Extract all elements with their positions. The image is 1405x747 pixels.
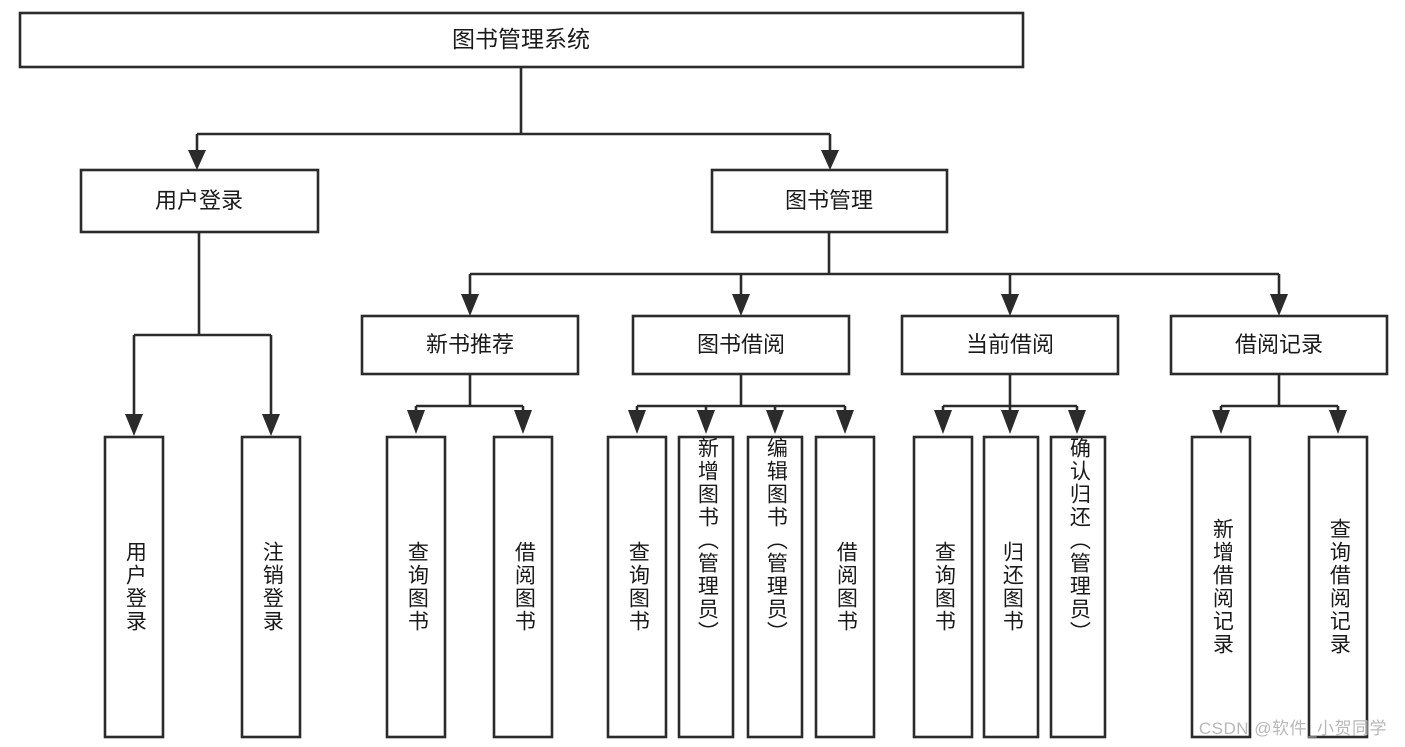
- arrow-head-new-book-recommend: [461, 294, 479, 316]
- node-book-borrow-label: 图书借阅: [697, 332, 785, 357]
- leaf-box-bb-query-book[interactable]: [606, 435, 668, 739]
- arrow-head-br-leaf-2: [1329, 410, 1347, 434]
- node-book-borrow-box: [631, 314, 851, 376]
- node-current-borrow-box: [900, 314, 1120, 376]
- arrow-head-bb-leaf-4: [836, 410, 854, 434]
- arrow-head-cb-leaf-2: [1001, 410, 1019, 434]
- node-current-borrow-label: 当前借阅: [966, 332, 1054, 357]
- arrow-head-bb-leaf-1: [628, 410, 646, 434]
- leaf-box-nbr-borrow-book[interactable]: [492, 435, 554, 739]
- node-borrow-record-box: [1169, 314, 1389, 376]
- arrow-head-book-management: [821, 150, 839, 170]
- node-book-management-label: 图书管理: [785, 188, 873, 213]
- arrow-head-nbr-leaf-1: [407, 410, 425, 434]
- leaf-box-bb-add-book-admin[interactable]: [677, 435, 735, 739]
- arrow-head-nbr-leaf-2: [514, 410, 532, 434]
- leaf-box-cb-return-book[interactable]: [982, 435, 1040, 739]
- leaf-box-bb-edit-book-admin[interactable]: [746, 435, 804, 739]
- leaf-box-user-login[interactable]: [103, 435, 165, 739]
- arrow-head-bb-leaf-2: [697, 410, 715, 434]
- leaf-box-bb-borrow-book[interactable]: [814, 435, 876, 739]
- node-new-book-recommend-box: [360, 314, 580, 376]
- node-user-login[interactable]: 用户登录: [79, 168, 320, 234]
- node-root-box: [18, 11, 1025, 69]
- node-root-book-management-system[interactable]: 图书管理系统: [18, 11, 1025, 69]
- arrow-head-leaf-logout: [262, 414, 280, 436]
- arrow-head-book-borrow: [732, 294, 750, 316]
- node-book-borrow[interactable]: 图书借阅: [631, 314, 851, 376]
- arrow-head-bb-leaf-3: [766, 410, 784, 434]
- node-root-label: 图书管理系统: [452, 26, 590, 52]
- leaf-box-br-query-record[interactable]: [1307, 435, 1369, 739]
- arrow-head-br-leaf-1: [1212, 410, 1230, 434]
- leaf-box-nbr-query-book[interactable]: [385, 435, 447, 739]
- leaf-box-br-add-record[interactable]: [1190, 435, 1252, 739]
- leaf-box-cb-confirm-return-admin[interactable]: [1049, 435, 1107, 739]
- arrow-head-cb-leaf-1: [934, 410, 952, 434]
- node-user-login-label: 用户登录: [155, 188, 243, 213]
- node-book-management-box: [710, 168, 949, 234]
- node-current-borrow[interactable]: 当前借阅: [900, 314, 1120, 376]
- node-new-book-recommend[interactable]: 新书推荐: [360, 314, 580, 376]
- csdn-watermark: CSDN @软件_小贺同学: [1198, 719, 1387, 738]
- node-borrow-record-label: 借阅记录: [1235, 332, 1323, 357]
- arrow-head-current-borrow: [1001, 294, 1019, 316]
- arrow-head-leaf-user-login: [125, 414, 143, 436]
- arrow-head-borrow-record: [1270, 294, 1288, 316]
- node-borrow-record[interactable]: 借阅记录: [1169, 314, 1389, 376]
- node-book-management[interactable]: 图书管理: [710, 168, 949, 234]
- node-new-book-recommend-label: 新书推荐: [426, 332, 514, 357]
- arrow-head-user-login: [188, 150, 206, 170]
- arrow-head-cb-leaf-3: [1068, 410, 1086, 434]
- leaf-box-cb-query-book[interactable]: [912, 435, 974, 739]
- leaf-box-logout[interactable]: [240, 435, 302, 739]
